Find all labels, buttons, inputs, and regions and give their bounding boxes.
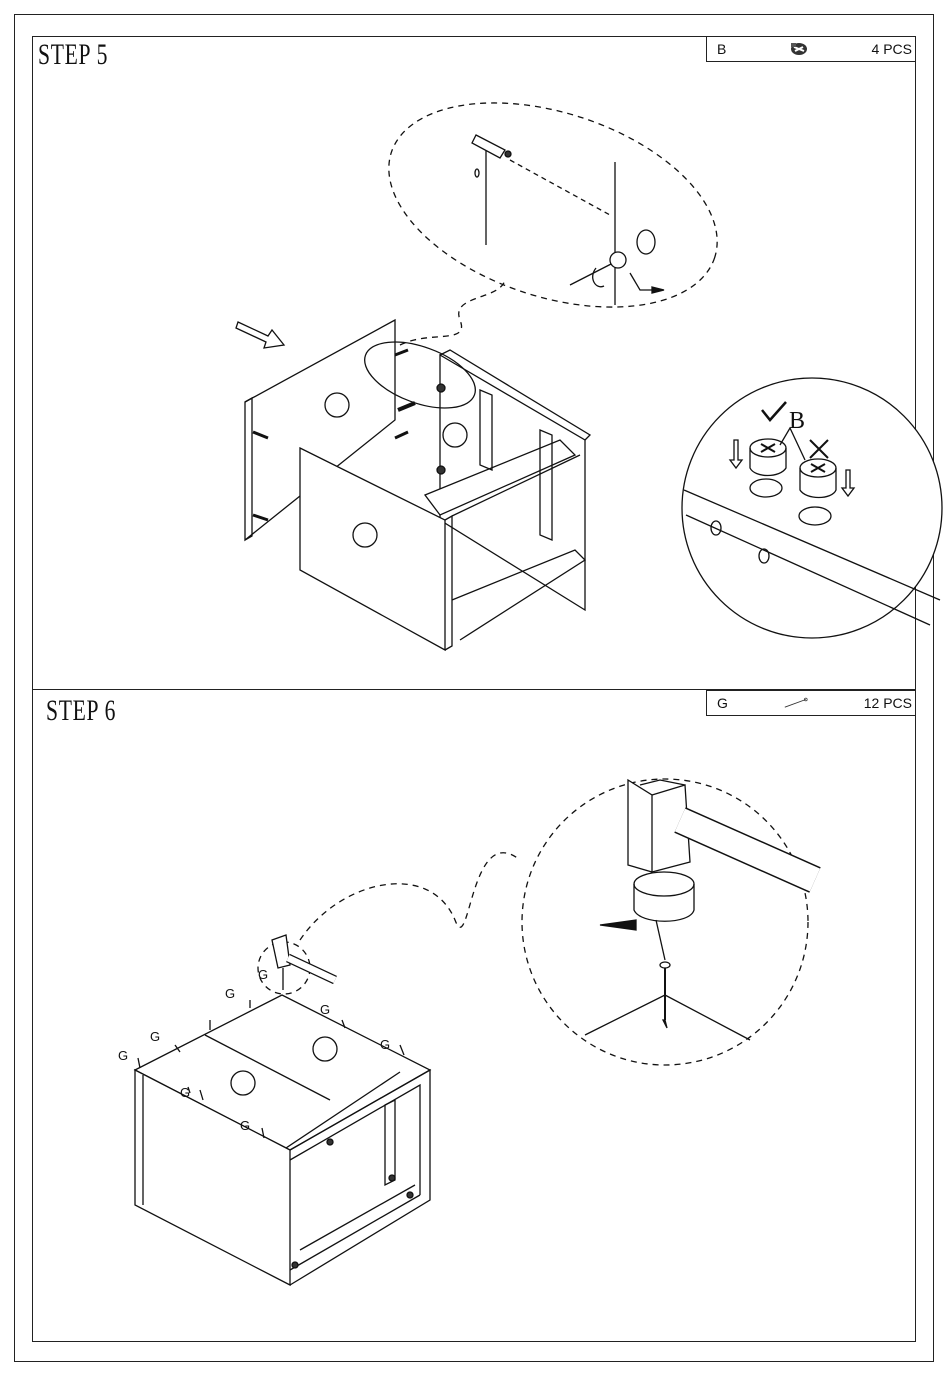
nail-label: G	[380, 1037, 390, 1052]
step5-zoom-ellipse	[363, 65, 743, 345]
nail-label: G	[150, 1029, 160, 1044]
nail-label: G	[258, 967, 268, 982]
step5-cabinet	[245, 320, 590, 650]
nail-label: G	[320, 1002, 330, 1017]
step5-cam-detail-circle	[682, 378, 942, 638]
step5-zoom-connector	[400, 280, 505, 345]
step6-zoom-connector	[300, 853, 520, 940]
nail-label: G	[225, 986, 235, 1001]
cam-callout-label: B	[789, 408, 805, 434]
nail-label: G	[118, 1048, 128, 1063]
cam-bolt-detail	[472, 135, 664, 305]
hammer-nail-detail	[585, 780, 815, 1040]
nail-label: G	[240, 1118, 250, 1133]
hammer-icon	[258, 935, 335, 994]
nail-label: G	[180, 1085, 190, 1100]
step5-push-arrow	[236, 322, 284, 348]
